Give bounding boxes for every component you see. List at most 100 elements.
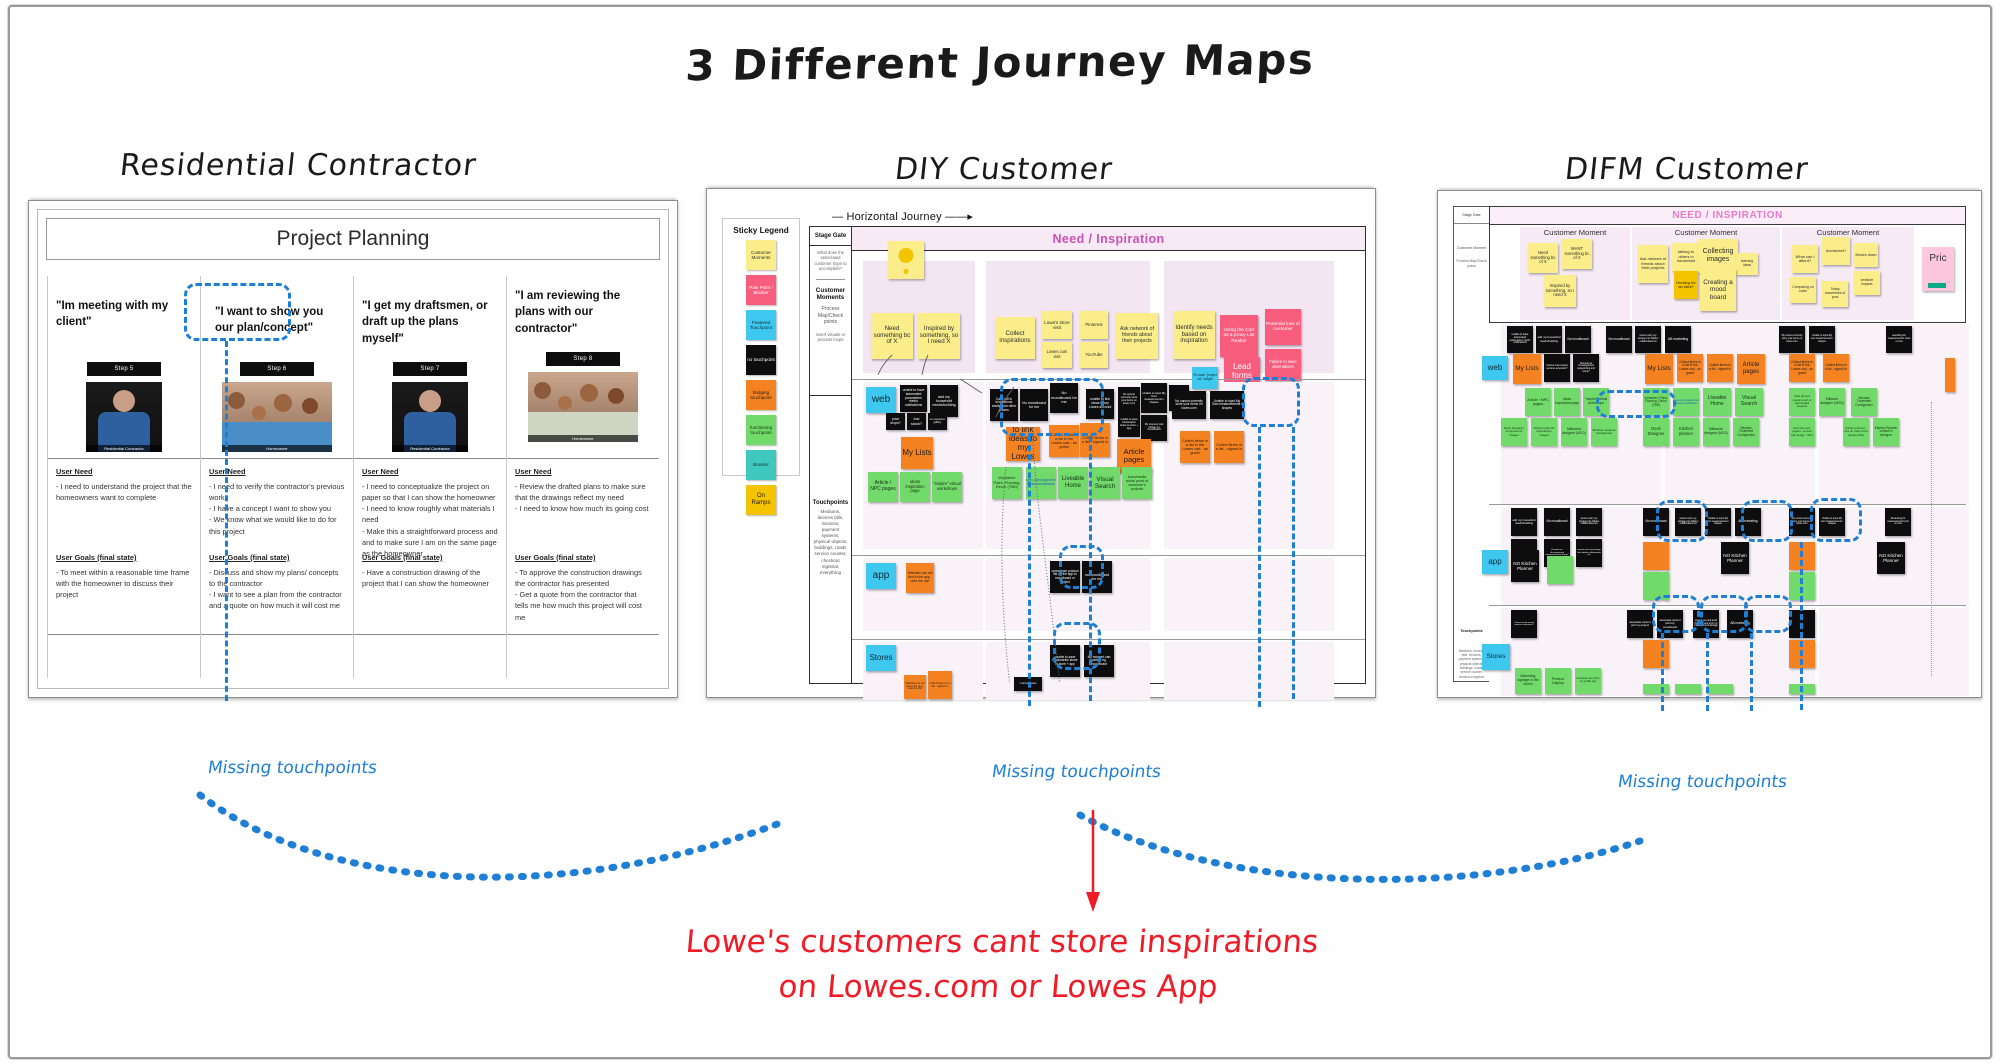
sticky-visual-proof: Saw photos visual proof or automated pro… [1789, 388, 1815, 416]
sticky-collect-items-guest: Collect items in a list in the Lowes car… [1789, 354, 1815, 382]
difm-touchpoints-body: Mediums, devices bills, invoices, paymen… [1458, 648, 1485, 679]
rc-bottom-divider [201, 634, 353, 635]
sticky-cannot-store-items: No cannot currently store your items on … [1172, 391, 1206, 419]
sticky-failure-alternatives: Failure to save alternatives [1265, 349, 1301, 381]
sticky-black-note: Unable to input My Own measurements / sh… [1141, 383, 1167, 413]
sticky-comparing-costs: Comparing on costs [1790, 277, 1816, 303]
sticky-kitchen-planner-video: Kitchen planner - pics on video Can't de… [1843, 418, 1869, 446]
difm-customer-moments-row: Customer Moment Need something bc of X W… [1489, 225, 1966, 323]
sticky-no-kitchen-planner: NO Kitchen Planner [1877, 542, 1905, 574]
customer-moment-label: Customer Moment [1674, 228, 1738, 237]
sticky-black-note: No cannot currently store your items on … [1118, 387, 1140, 413]
rc-step-badge: Step 7 [393, 362, 467, 376]
sticky-using-cart-proxy: Using the Cart as a proxy List Realtor [1220, 315, 1258, 357]
row-label-web: web [866, 387, 896, 413]
sticky-no-moodboard-app: no moodboard for me [1082, 561, 1112, 593]
sticky-black-note: Cannot insert saved services extension? [1511, 610, 1537, 638]
sticky-collect-inspirations: Collect inspirations [995, 317, 1035, 359]
rc-bottom-divider [48, 634, 200, 635]
customer-moment-block: Customer Moment Ask network of friends a… [1632, 227, 1780, 320]
diy-app-lane [1164, 558, 1334, 631]
rc-user-need-text: - I need to conceptualize the project on… [362, 482, 498, 558]
horizontal-journey-label: — Horizontal Journey ——▸ [832, 211, 974, 223]
rc-user-goals-text: - Have a construction drawing of the pro… [362, 568, 489, 589]
sticky-sensitive-impacts: sensitive impacts [1854, 271, 1880, 295]
sticky-ab-marketing: AB marketing [1727, 610, 1753, 638]
rc-divider [507, 458, 659, 459]
sticky-lowescom-visit: Lowes.com visit [1042, 342, 1072, 368]
sticky-window-treatment: Window Treatment Configurator [1851, 388, 1877, 416]
sticky-unable-input-measurements: Unable to input My own measurements / sh… [1809, 326, 1835, 353]
sticky-green-note: Liveable Home [1789, 572, 1815, 600]
rc-user-need-text: - I need to understand the project that … [56, 482, 192, 503]
sticky-orange-note: My Lists [1643, 640, 1669, 668]
sticky-ab-marketing: AB marketing [1665, 326, 1691, 353]
journey-map-difm-customer: Stage Gate Customer Moment Process Map/C… [1437, 190, 1982, 698]
rc-quote: "Im meeting with my client" [56, 300, 169, 329]
sticky-collect-items-signed-in: Collect items in a list - signed in [1214, 431, 1244, 463]
rc-user-need: User Need - I need to understand the pro… [56, 466, 192, 503]
rc-step-grid: "Im meeting with my client" Step 5 Resid… [47, 276, 659, 678]
missing-touchpoints-label-rc: Missing touchpoints [206, 758, 379, 778]
difm-row-rule-app [1489, 504, 1966, 505]
sticky-add-household-needs: add my household needs/building [1511, 508, 1537, 536]
rc-user-need-label: User Need [209, 467, 246, 476]
sticky-green-note: Liveable Home [1643, 572, 1669, 600]
sticky-green-note: Liveable Home [1643, 684, 1669, 694]
sticky-need-something: Need something bc of X [871, 313, 913, 359]
sticky-visual-search: Visual Search [1090, 467, 1120, 499]
rc-user-need: User Need - Review the drafted plans to … [515, 466, 651, 514]
sticky-learning-ideas: learning ideas [1736, 253, 1758, 275]
sticky-price-drops: price drops? [886, 413, 905, 430]
sticky-article-npc-pages: Article / NPC pages [868, 472, 898, 502]
panel-title-difm-customer: DIFM Customer [1563, 152, 1811, 187]
sticky-kitchen-planner: Kitchen planner inspirations images [1531, 418, 1557, 446]
sticky-no-auto-notifications: unable to have automated parameters metr… [900, 385, 927, 412]
sticky-ask-network: Ask network of friends about their proje… [1116, 313, 1158, 359]
rc-persona-photo: Homeowner [528, 372, 638, 442]
journey-map-diy-customer: Sticky Legend Customer Moments Pain Poin… [706, 188, 1376, 700]
sticky-unable-input-measurements: Unable to input My own measurements / sh… [1819, 508, 1845, 536]
touchpoints-description: Mediums, devices bills, invoices, paymen… [813, 509, 848, 575]
rc-step-badge: Step 6 [240, 362, 314, 376]
sticky-associate-show-profile: Associate can show my profile app [1575, 668, 1601, 694]
sticky-volunteer-paint: Volunteer: Paint, Flooring, Decor (TBD) [1643, 388, 1669, 416]
row-label-app: app [866, 563, 896, 589]
difm-touchpoints-header: Touchpoints [1460, 629, 1483, 633]
sticky-no-auto-notifications: unable to have automated parameters metr… [1507, 326, 1533, 353]
rc-user-need-text: - I need to verify the contractor's prev… [209, 482, 345, 536]
rc-quote: "I get my draftsmen, or draft up the pla… [362, 300, 488, 345]
rc-user-goals: User Goals (final state) - Discuss and s… [209, 552, 345, 612]
sticky-visual-search: Visual Search [1735, 388, 1763, 416]
sticky-need-something: Need something bc of X [1528, 243, 1558, 273]
sticky-cannot-scan: I cannot scan [1014, 677, 1042, 691]
rc-user-goals: User Goals (final state) - To approve th… [515, 552, 651, 623]
rc-quote: "I am reviewing the plans with our contr… [515, 290, 621, 335]
legend-sticky-booster: Booster [746, 450, 776, 480]
diy-row-rule-app [852, 555, 1365, 556]
sticky-my-lists: My Lists [1645, 354, 1673, 384]
sticky-green-note: Liveable Home [1789, 684, 1815, 694]
sticky-ab-marketing: AB marketing [1735, 508, 1761, 536]
sticky-window-treatment: Window Treatment Configurator [1733, 418, 1759, 446]
stage-gate-customer-moments: Customer Moments [815, 287, 846, 301]
sticky-reviewing-measurements: Reviewing for measurements/ pins or cost [1885, 508, 1911, 536]
sticky-cannot-store-items: My cannot currently store your items on … [1779, 326, 1805, 353]
diy-board: Stage Gate What does the associated cust… [809, 226, 1366, 700]
sticky-inspired-by: Inspired by something, so I need X [1544, 275, 1576, 307]
rc-step-column: "I get my draftsmen, or draft up the pla… [353, 276, 506, 678]
rc-bottom-divider [507, 634, 659, 635]
sticky-marketing-signage: Marketing signage in the stores [1515, 668, 1541, 694]
sticky-orange-note: Wishlists are not tied to the app - onto… [904, 675, 926, 699]
conclusion-line-2: on Lowes.com or Lowes App [777, 968, 1220, 1005]
rc-user-need: User Need - I need to verify the contrac… [209, 466, 345, 537]
difm-row-rule-stores [1489, 605, 1966, 606]
sticky-black-note: cannot carry my storage into hidden coll… [1675, 508, 1701, 536]
legend-sticky-no-touchpoint: no touchpoint [746, 345, 776, 375]
sticky-collect-items-signed-in: Collect items in a list - signed in [1823, 354, 1849, 382]
conclusion-text: Lowe's customers cant store inspirations… [0, 920, 2000, 1010]
stage-gate-note: What does the associated customer hope t… [814, 250, 847, 271]
sticky-orange-note: My Lists [1789, 640, 1815, 668]
difm-stage-gate-label: Stage Gate [1454, 207, 1489, 224]
legend-sticky-pain-point: Pain Point / Blocker [746, 275, 776, 305]
